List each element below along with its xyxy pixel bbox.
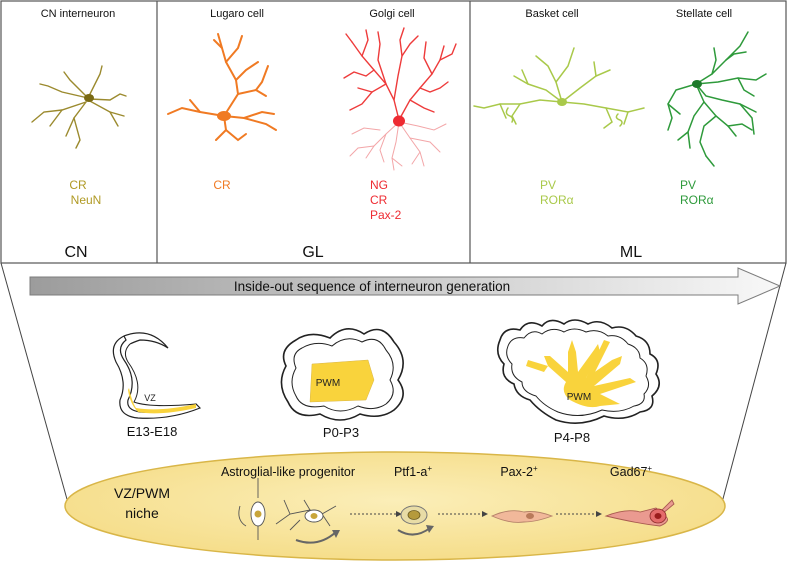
- lineage-pax2-sup: +: [533, 464, 538, 473]
- p0-pwm-zone: [309, 359, 375, 403]
- arrow-shape: [29, 267, 782, 305]
- marker-golgi-1: NG: [370, 178, 388, 192]
- lugaro-cell-drawing: [167, 33, 277, 142]
- p4-pwm-label: PWM: [567, 392, 591, 403]
- region-label-ml: ML: [620, 244, 642, 261]
- basket-cell-drawing: [473, 47, 645, 129]
- stage-label-p4-p8: P4-P8: [554, 430, 590, 445]
- lineage-gad67-label: Gad67+: [610, 464, 653, 479]
- e13-outline: [112, 335, 202, 419]
- cell-title-lugaro: Lugaro cell: [210, 8, 264, 20]
- marker-lugaro-1: CR: [213, 178, 231, 192]
- stellate-soma: [692, 80, 702, 88]
- lugaro-soma: [217, 111, 231, 121]
- top-panel-frame: [0, 0, 787, 264]
- ptf1a-cell-drawing: [397, 505, 434, 536]
- marker-stellate-1: PV: [680, 178, 696, 192]
- golgi-soma: [393, 115, 405, 127]
- stage-label-p0-p3: P0-P3: [323, 425, 359, 440]
- region-label-gl: GL: [302, 244, 323, 261]
- lineage-arrowhead-3: [596, 511, 602, 517]
- stage-p0-p3: PWM P0-P3: [280, 328, 404, 440]
- region-label-cn: CN: [64, 244, 87, 261]
- marker-golgi-2: CR: [370, 193, 388, 207]
- p4-white-matter: [526, 340, 636, 408]
- e13-vz-label: VZ: [144, 393, 156, 403]
- marker-cn-1: CR: [69, 178, 87, 192]
- marker-golgi-3: Pax-2: [370, 208, 402, 222]
- lineage-arrowhead-1: [396, 511, 402, 517]
- lineage-ptf1a-label: Ptf1-a+: [394, 464, 432, 479]
- stage-label-e13-e18: E13-E18: [127, 424, 178, 439]
- progenitor-label: Astroglial-like progenitor: [221, 465, 355, 479]
- lineage-pax2-label: Pax-2+: [500, 464, 538, 479]
- cell-title-stellate: Stellate cell: [676, 8, 732, 20]
- cn-interneuron-drawing: [31, 65, 127, 149]
- stage-e13-e18: VZ E13-E18: [112, 332, 202, 439]
- e13-vz-zone: [128, 388, 196, 414]
- section-gl: Lugaro cell Golgi cell CR: [167, 8, 457, 261]
- niche-ellipse: [64, 451, 726, 561]
- p0-pwm-label: PWM: [316, 378, 340, 389]
- marker-basket-2: RORα: [540, 193, 574, 207]
- cell-title-cn-interneuron: CN interneuron: [41, 8, 116, 20]
- golgi-cell-drawing: [343, 27, 457, 171]
- basket-soma: [557, 98, 567, 106]
- marker-stellate-2: RORα: [680, 193, 714, 207]
- arrow-label: Inside-out sequence of interneuron gener…: [234, 279, 510, 294]
- marker-basket-1: PV: [540, 178, 556, 192]
- lineage-arrowhead-2: [482, 511, 488, 517]
- cn-soma: [84, 94, 94, 102]
- section-ml: Basket cell Stellate cell PV RORα: [473, 8, 767, 261]
- lineage-gad67-sup: +: [647, 464, 652, 473]
- pax2-cell-drawing: [490, 510, 554, 523]
- lineage-pax2-name: Pax-2: [500, 465, 533, 479]
- cell-title-basket: Basket cell: [525, 8, 578, 20]
- stage-p4-p8: PWM P4-P8: [496, 319, 660, 445]
- stellate-cell-drawing: [667, 31, 767, 167]
- niche-title-line1: VZ/PWM: [114, 485, 170, 501]
- section-cn: CN interneuron CR NeuN CN: [31, 8, 127, 261]
- top-panel: [0, 0, 787, 264]
- cell-title-golgi: Golgi cell: [369, 8, 414, 20]
- gad67-cell-drawing: [604, 499, 675, 527]
- lineage-ptf1a-sup: +: [427, 464, 432, 473]
- lineage-gad67-name: Gad67: [610, 465, 648, 479]
- generation-arrow: Inside-out sequence of interneuron gener…: [29, 267, 782, 305]
- marker-cn-2: NeuN: [71, 193, 102, 207]
- lineage-ptf1a-name: Ptf1-a: [394, 465, 427, 479]
- niche: VZ/PWM niche Astroglial-like progenitor: [64, 451, 726, 561]
- funnel-lines: [0, 262, 787, 511]
- niche-title-line2: niche: [125, 505, 159, 521]
- astroglial-progenitor-drawing: [238, 478, 340, 544]
